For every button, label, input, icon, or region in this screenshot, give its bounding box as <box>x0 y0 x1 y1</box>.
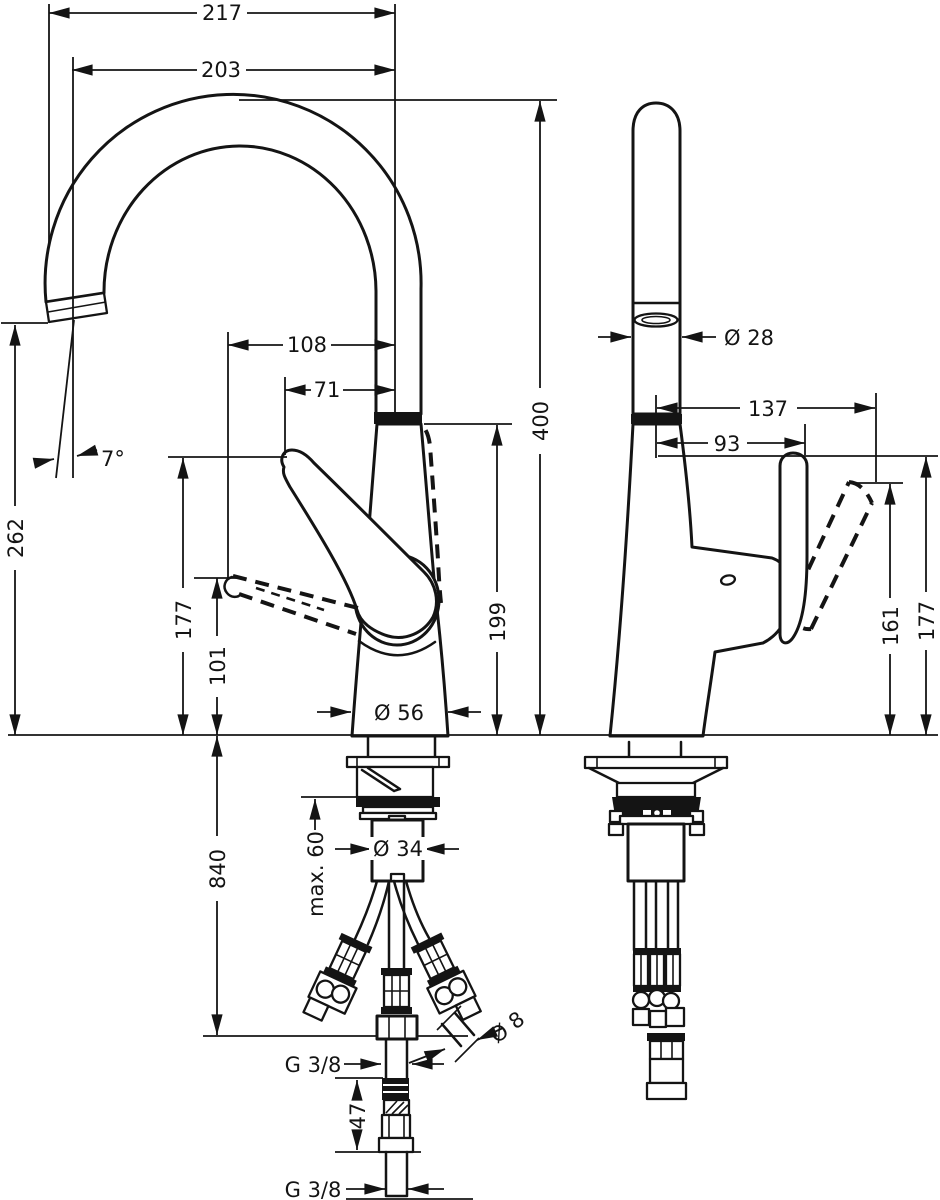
spout-arc <box>43 92 423 416</box>
hex-facets <box>388 1016 406 1039</box>
dim-label-93: 93 <box>714 432 741 456</box>
bundle-block-1 <box>631 1007 651 1027</box>
aerator-line <box>47 301 107 313</box>
hose-right <box>392 879 431 946</box>
base-neck <box>366 734 437 759</box>
braid-cap <box>381 968 412 975</box>
connector-block <box>380 1113 412 1140</box>
dim-label-161: 161 <box>879 606 903 646</box>
seal-band <box>356 797 440 807</box>
dim-label-262: 262 <box>4 518 28 558</box>
side-hose-bundle <box>631 879 688 1101</box>
handle-lowered-dashed-bottom <box>238 592 357 636</box>
side-handle-dashed-tip <box>848 480 874 504</box>
hose-left-end <box>302 932 373 1022</box>
bundle-block-2 <box>648 1009 668 1029</box>
dimension-lines <box>9 7 932 1195</box>
bundle-circle-3 <box>661 991 681 1011</box>
side-view <box>583 101 874 1101</box>
side-base-neck <box>627 740 683 759</box>
dim-label-7deg: 7° <box>101 447 125 471</box>
handle-lowered-tip <box>223 575 243 599</box>
mounting-box <box>355 765 435 799</box>
hose-middle <box>387 879 406 972</box>
side-aerator-inner <box>641 315 671 325</box>
side-hook-left <box>607 822 625 837</box>
side-handle-dashed-2 <box>809 502 874 630</box>
seal-dot <box>654 810 660 816</box>
dim-label-101: 101 <box>206 646 230 686</box>
spray-hose-cut <box>440 1011 476 1048</box>
front-view <box>43 92 482 1198</box>
dim-label-840: 840 <box>206 849 230 889</box>
dim-label-71: 71 <box>314 378 341 402</box>
set-screw <box>719 574 737 586</box>
dim-label-dia28: Ø 28 <box>724 326 774 350</box>
dim-label-203: 203 <box>201 58 241 82</box>
seal-slot-1 <box>643 810 651 815</box>
mounting-screw <box>360 766 402 793</box>
side-aerator-ellipse <box>633 312 679 328</box>
handle-lowered-dashed-top <box>232 574 363 611</box>
bundle-box <box>648 1057 685 1085</box>
dim-label-108: 108 <box>287 333 327 357</box>
braid-cap2 <box>381 1007 412 1014</box>
dim-label-217: 217 <box>202 1 242 25</box>
bundle-lines <box>632 879 680 952</box>
bundle-circle-1 <box>631 990 651 1010</box>
dim-label-g38-lower: G 3/8 <box>285 1178 342 1200</box>
seal-slot-2 <box>663 810 671 815</box>
bundle-braids <box>632 948 682 992</box>
side-mounting-set <box>583 740 729 883</box>
braid-texture <box>384 975 409 1007</box>
dim-label-dia8: Ø 8 <box>486 1007 530 1048</box>
connector-wide <box>377 1136 415 1154</box>
connector-tube <box>384 1037 409 1080</box>
hose-right-end <box>410 932 482 1022</box>
dim-label-137: 137 <box>748 397 788 421</box>
dia34-label-bg <box>369 837 427 860</box>
side-mounting-box <box>615 781 697 799</box>
side-seal-band <box>612 797 701 816</box>
handle-raised-dashed <box>406 417 443 604</box>
dim-label-199: 199 <box>486 602 510 642</box>
dim-label-400: 400 <box>529 401 553 441</box>
dim-label-177-side: 177 <box>915 601 939 641</box>
connector-stripes <box>383 1084 408 1093</box>
bundle-cap <box>647 1033 685 1041</box>
dim-label-g38-upper: G 3/8 <box>285 1053 342 1077</box>
base-plate <box>345 755 451 769</box>
bundle-block-3 <box>664 1006 686 1028</box>
dim-label-max60: max. 60 <box>304 831 328 917</box>
side-spout-column <box>631 101 682 416</box>
side-base-plate <box>583 755 729 770</box>
connector-block-lines <box>388 1115 405 1138</box>
side-hook-right <box>688 822 706 837</box>
bundle-bars <box>648 1039 685 1061</box>
handle-lowered-dashed-mid <box>255 586 325 612</box>
hatch-lines <box>385 1100 409 1115</box>
bundle-end <box>645 1081 688 1101</box>
dim-label-dia56: Ø 56 <box>374 701 424 725</box>
handle-lever <box>280 448 438 639</box>
spray-hose-break-ticks <box>436 1005 480 1063</box>
bundle-bar-lines <box>660 1041 673 1059</box>
extension-lines <box>1 4 938 1153</box>
dim-label-177-front: 177 <box>172 600 196 640</box>
side-body <box>608 422 794 738</box>
side-plate-notches <box>596 757 716 768</box>
side-shank <box>626 822 686 883</box>
dim-label-47: 47 <box>346 1103 370 1130</box>
hex-nut <box>375 1014 419 1041</box>
base-plate-notches <box>356 757 440 767</box>
shank-notch <box>389 872 406 883</box>
side-handle-lever <box>778 451 809 645</box>
pivot-lip <box>357 639 437 657</box>
front-supply-hoses <box>302 879 482 1198</box>
connector-striped <box>382 1078 409 1100</box>
end-tube <box>384 1150 409 1198</box>
hose-left <box>353 879 391 946</box>
dim-label-dia34: Ø 34 <box>373 837 423 861</box>
